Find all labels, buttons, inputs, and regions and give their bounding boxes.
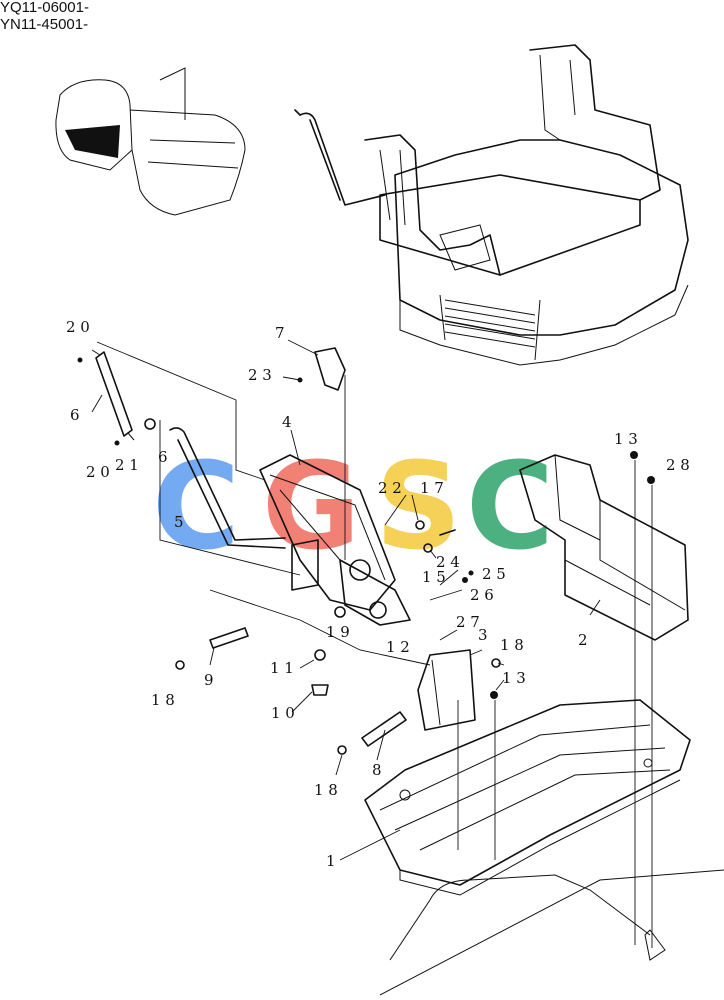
callout-17: 1 7 — [420, 479, 444, 497]
callout-26: 2 6 — [470, 586, 494, 604]
callout-7: 7 — [275, 324, 285, 342]
callout-16: 6 — [158, 448, 168, 466]
gas-strut — [91, 349, 156, 441]
callout-18-left: 1 8 — [151, 691, 175, 709]
bracket-3 — [417, 649, 476, 731]
callout-3: 3 — [478, 626, 488, 644]
watermark-letter-3: S — [375, 438, 461, 577]
callout-21: 2 1 — [115, 456, 139, 474]
watermark-letter-1: C — [152, 438, 240, 577]
seat-bracket-2 — [519, 454, 689, 641]
callout-1: 1 — [326, 852, 336, 870]
rods — [209, 627, 407, 747]
callout-10: 1 0 — [271, 704, 295, 722]
serial-line-1: YQ11-06001- — [0, 0, 89, 16]
callout-6: 6 — [70, 406, 80, 424]
callout-20-bottom: 2 0 — [86, 463, 110, 481]
callout-28: 2 8 — [666, 456, 690, 474]
callout-19: 1 9 — [326, 623, 350, 641]
leader-lines — [91, 339, 601, 861]
callout-25: 2 5 — [482, 565, 506, 583]
callout-2: 2 — [578, 631, 588, 649]
callout-24: 2 4 — [436, 553, 460, 571]
base-plate-1 — [364, 699, 691, 896]
callout-5: 5 — [174, 513, 184, 531]
lever-assembly — [169, 427, 411, 626]
callout-15: 1 5 — [422, 568, 446, 586]
callout-27: 2 7 — [456, 613, 480, 631]
callout-22: 2 2 — [378, 479, 402, 497]
callout-18-bottom: 1 8 — [314, 781, 338, 799]
seat-thumbnail — [55, 67, 246, 216]
callout-8: 8 — [372, 761, 382, 779]
bracket-7 — [314, 347, 346, 391]
callout-labels: 2 0 7 2 3 6 4 2 0 2 1 6 1 3 2 8 2 2 1 7 … — [66, 318, 690, 870]
serial-line-2: YN11-45001- — [0, 16, 89, 33]
callout-11: 1 1 — [270, 659, 294, 677]
callout-23: 2 3 — [248, 366, 272, 384]
lower-frame — [379, 869, 724, 996]
watermark-letter-4: C — [466, 438, 554, 577]
callout-4: 4 — [282, 413, 292, 431]
callout-13-bottom: 1 3 — [502, 669, 526, 687]
callout-20-top: 2 0 — [66, 318, 90, 336]
watermark: C G S C — [152, 438, 554, 577]
callout-9: 9 — [204, 671, 214, 689]
callout-18-right: 1 8 — [500, 636, 524, 654]
callout-13-top: 1 3 — [614, 430, 638, 448]
reference-lines — [96, 341, 653, 948]
seat-base-frame — [294, 44, 689, 366]
callout-12: 1 2 — [386, 638, 410, 656]
